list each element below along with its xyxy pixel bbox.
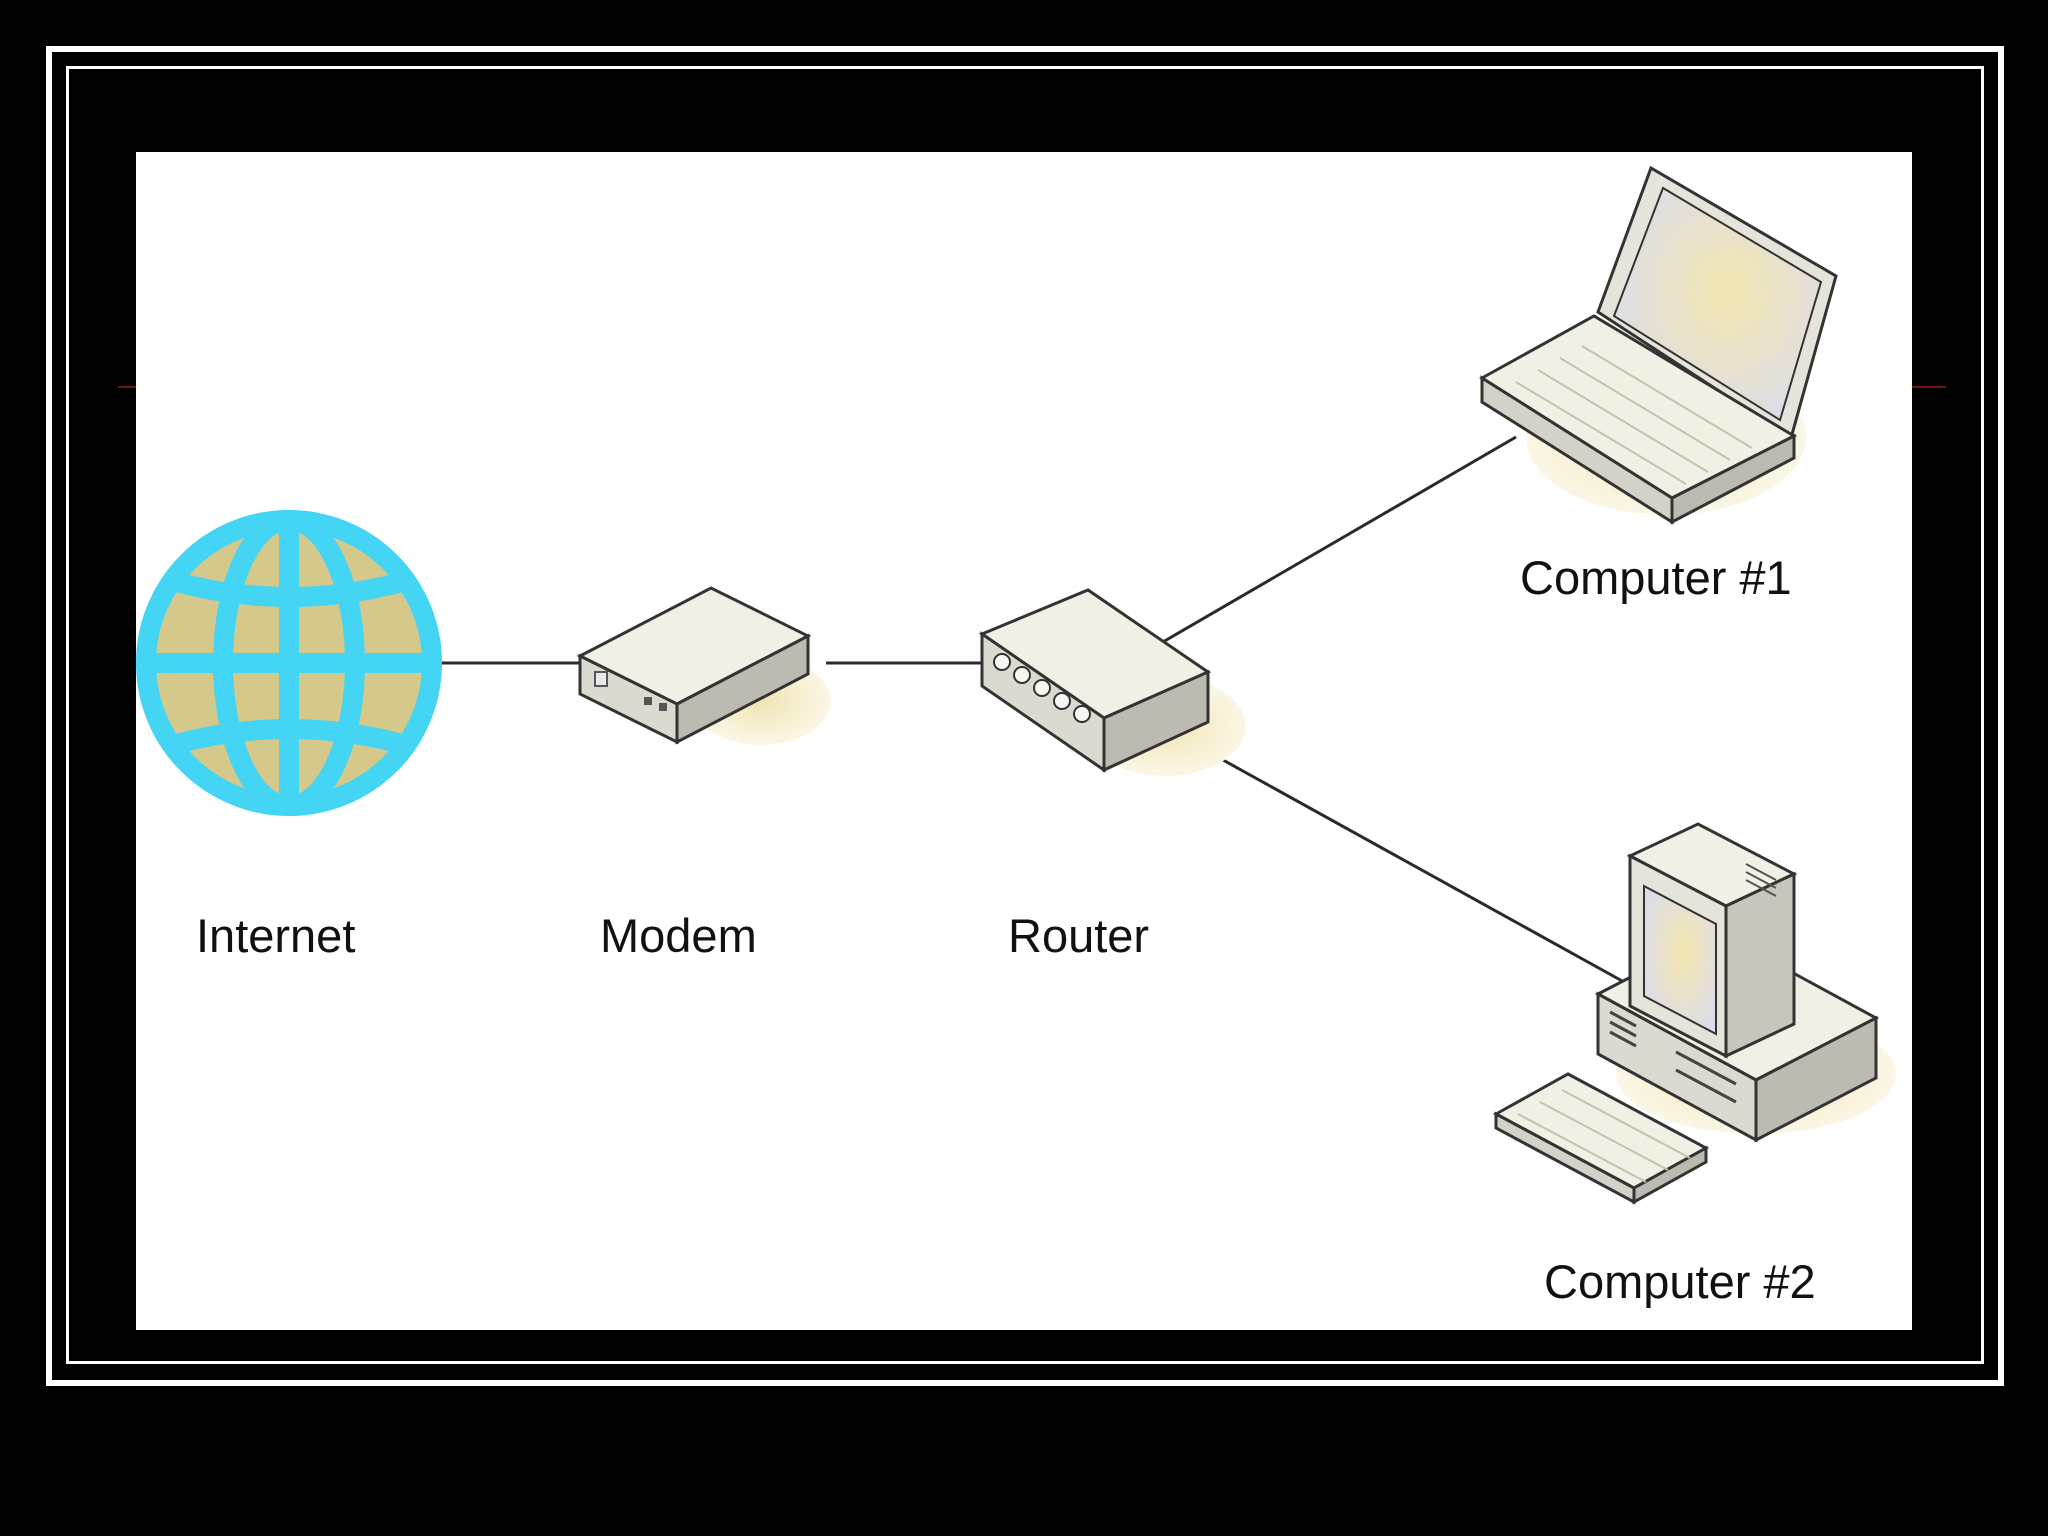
node-label-computer-1: Computer #1: [1520, 551, 1792, 604]
edge-router-computer2: [1213, 753, 1625, 984]
node-label-computer-2: Computer #2: [1544, 1255, 1816, 1308]
slide-outer-border: [46, 46, 2004, 1386]
accent-line-right: [1908, 386, 1946, 388]
slide-inner-border: [66, 66, 1984, 1364]
globe-icon: [136, 510, 442, 816]
modem-icon: [576, 586, 831, 745]
accent-line-left: [118, 386, 140, 388]
node-label-router: Router: [1008, 909, 1150, 962]
edge-router-computer1: [1155, 435, 1517, 648]
diagram-canvas: Internet Modem Router Computer #1 Comput…: [136, 152, 1912, 1330]
laptop-icon: [1479, 165, 1838, 525]
node-label-internet: Internet: [196, 909, 356, 962]
desktop-computer-icon: [1492, 822, 1896, 1205]
node-label-modem: Modem: [600, 909, 757, 962]
router-icon: [978, 588, 1246, 776]
network-diagram: [136, 165, 1896, 1205]
